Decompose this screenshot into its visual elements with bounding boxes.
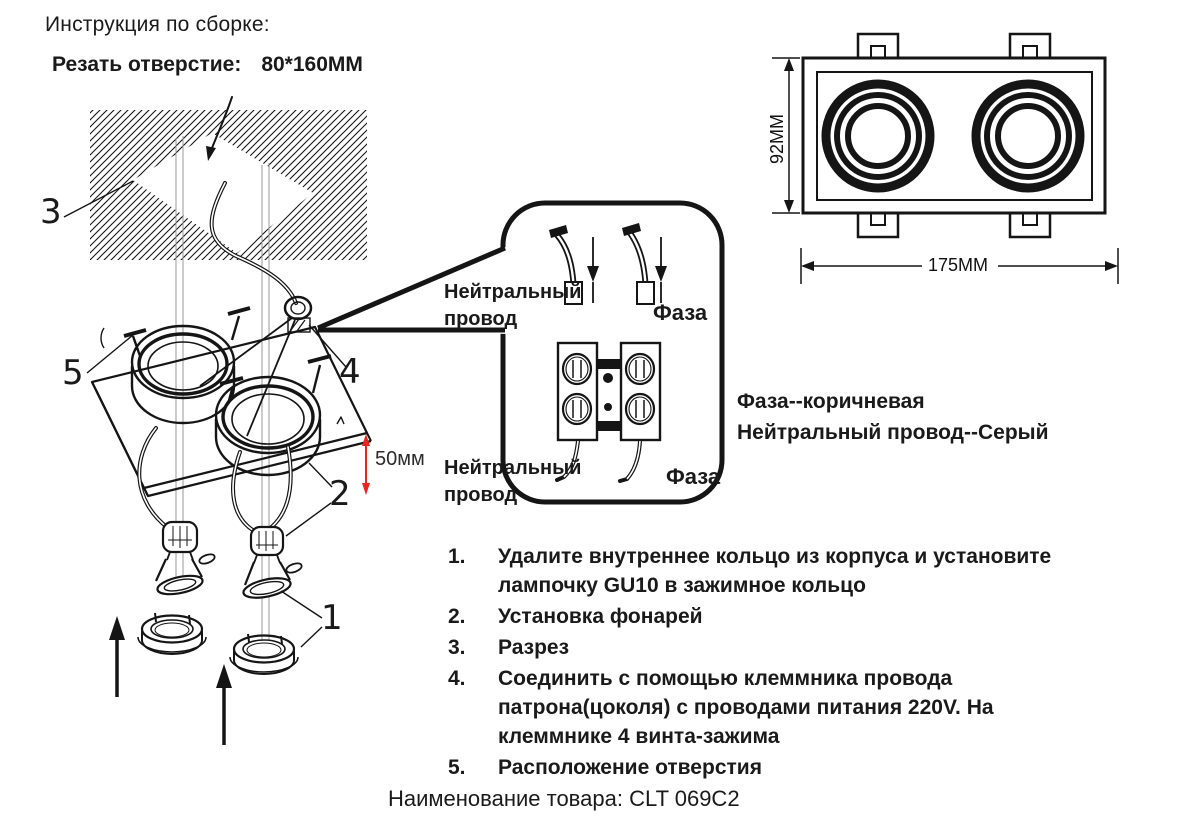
product-name-value: CLT 069C2	[629, 786, 740, 811]
terminal-connection-point	[199, 295, 313, 437]
fixture-top-view	[772, 32, 1119, 284]
terminal-screws	[561, 352, 656, 426]
step-number: 1.	[448, 545, 466, 568]
gu10-lamp-left	[154, 520, 204, 596]
width-dimension-label: 175MM	[928, 255, 989, 275]
height-dimension-label: 92MM	[766, 114, 787, 165]
callout-5: 5	[62, 353, 84, 393]
product-name-label: Наименование товара:	[388, 786, 623, 811]
step-4: 4. Соединить с помощью клеммника провода…	[448, 664, 1098, 751]
step-number: 4.	[448, 667, 466, 690]
step-number: 2.	[448, 605, 466, 628]
terminal-block	[555, 341, 662, 483]
step-5: 5. Расположение отверстия	[448, 753, 1098, 782]
step-3: 3. Разрез	[448, 633, 1098, 662]
cut-hole-size: 80*160ММ	[261, 53, 363, 76]
mounting-frame	[90, 325, 372, 498]
clamp-ring-right	[229, 633, 299, 675]
bubble-insert-arrow-left	[587, 237, 599, 303]
width-dimension	[800, 248, 1119, 284]
page-title: Инструкция по сборке:	[45, 13, 270, 36]
depth-dimension-arrow	[362, 434, 370, 495]
fixture-ring-right	[214, 354, 332, 477]
washer-right	[285, 562, 303, 574]
lamp-opening-right	[971, 79, 1085, 193]
wire-color-legend: Фаза--коричневая Нейтральный провод--Сер…	[737, 386, 1049, 448]
lamp-wires	[137, 426, 293, 535]
neutral-wire-label-top: Нейтральный провод	[444, 281, 582, 330]
phase-label-bottom: Фаза	[666, 464, 721, 489]
assembly-steps-list: 1. Удалите внутреннее кольцо из корпуса …	[448, 542, 1098, 784]
step-2: 2. Установка фонарей	[448, 602, 1098, 631]
projection-guide-lines	[175, 136, 270, 640]
neutral-wire-label-bottom: Нейтральный провод	[444, 457, 582, 506]
cut-hole-spec: Резать отверстие: 80*160ММ	[52, 53, 363, 77]
callout-2: 2	[329, 474, 351, 514]
ceiling-cutout-drawing	[90, 96, 367, 260]
step-text: Разрез	[498, 636, 570, 659]
step-text: Расположение отверстия	[498, 756, 762, 779]
insert-direction-arrows	[109, 616, 232, 745]
callout-leader-lines	[63, 180, 347, 648]
step-1: 1. Удалите внутреннее кольцо из корпуса …	[448, 542, 1098, 600]
depth-dimension-label: 50мм	[375, 448, 425, 470]
gu10-lamp-right	[242, 525, 292, 599]
clamp-ring-left	[137, 612, 207, 655]
cut-hole-label: Резать отверстие:	[52, 53, 242, 76]
product-name: Наименование товара: CLT 069C2	[388, 786, 740, 812]
phase-label-top: Фаза	[653, 300, 708, 325]
callout-4: 4	[339, 352, 361, 392]
step-text: Соединить с помощью клеммника провода па…	[498, 667, 994, 748]
neutral-color-note: Нейтральный провод--Серый	[737, 421, 1049, 444]
step-text: Установка фонарей	[498, 605, 703, 628]
step-number: 3.	[448, 636, 466, 659]
lamp-opening-left	[821, 79, 935, 193]
bubble-insert-arrow-right	[655, 237, 667, 303]
phase-color-note: Фаза--коричневая	[737, 390, 925, 413]
washer-left	[198, 553, 216, 565]
bubble-wire-right	[622, 223, 655, 305]
height-dimension	[772, 57, 800, 214]
step-text: Удалите внутреннее кольцо из корпуса и у…	[498, 545, 1052, 597]
step-number: 5.	[448, 756, 466, 779]
power-cable	[209, 181, 298, 305]
callout-3: 3	[40, 192, 62, 232]
callout-1: 1	[321, 598, 343, 638]
bubble-wire-left	[549, 225, 583, 305]
